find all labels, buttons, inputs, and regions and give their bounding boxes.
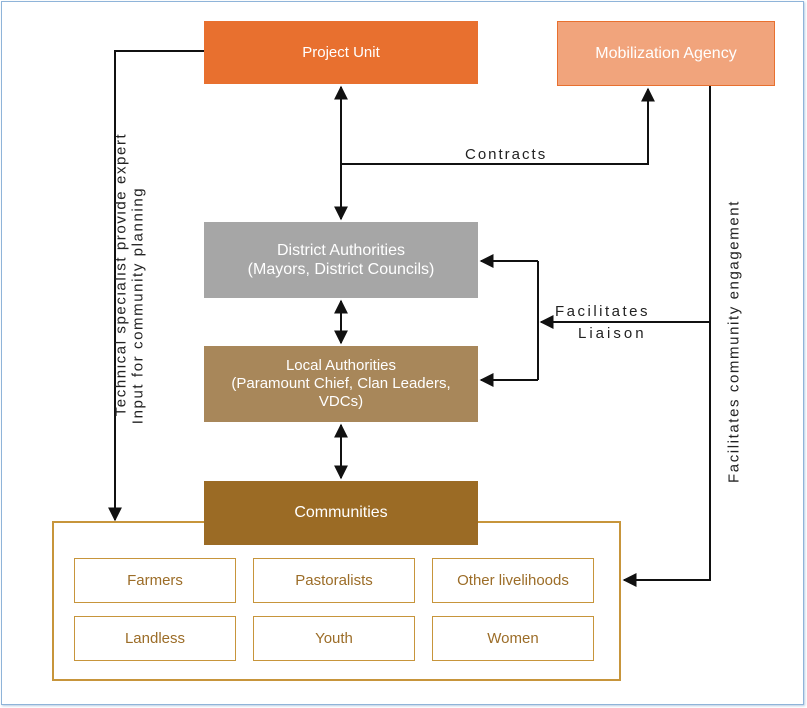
local-authorities-box: Local Authorities (Paramount Chief, Clan… — [204, 346, 478, 422]
communities-box: Communities — [204, 481, 478, 545]
community-planning-label: Input for community planning — [129, 186, 147, 425]
technical-specialist-label: Technical specialist provide expert — [112, 132, 130, 417]
group-farmers: Farmers — [74, 558, 236, 603]
district-authorities-box: District Authorities (Mayors, District C… — [204, 222, 478, 298]
group-youth: Youth — [253, 616, 415, 661]
mobilization-agency-box: Mobilization Agency — [557, 21, 775, 86]
mobilization-agency-label: Mobilization Agency — [595, 44, 737, 62]
district-authorities-title: District Authorities — [276, 241, 406, 259]
community-engagement-label: Facilitates community engagement — [725, 200, 743, 483]
arrow-technical — [108, 50, 204, 522]
group-women: Women — [432, 616, 594, 661]
local-authorities-title: Local Authorities — [285, 357, 397, 374]
project-unit-label: Project Unit — [302, 43, 380, 61]
project-unit-box: Project Unit — [204, 21, 478, 84]
district-authorities-subtitle: (Mayors, District Councils) — [247, 261, 435, 278]
arrow-contracts — [341, 87, 655, 165]
local-authorities-subtitle-2: VDCs) — [318, 393, 364, 410]
liaison-label: Liaison — [578, 325, 647, 342]
facilitates-label: Facilitates — [555, 303, 651, 320]
arrow-engagement — [622, 86, 711, 587]
group-pastoralists: Pastoralists — [253, 558, 415, 603]
communities-label: Communities — [294, 504, 388, 522]
local-authorities-subtitle-1: (Paramount Chief, Clan Leaders, — [231, 375, 451, 392]
group-landless: Landless — [74, 616, 236, 661]
group-other-livelihoods: Other livelihoods — [432, 558, 594, 603]
contracts-label: Contracts — [465, 146, 548, 163]
